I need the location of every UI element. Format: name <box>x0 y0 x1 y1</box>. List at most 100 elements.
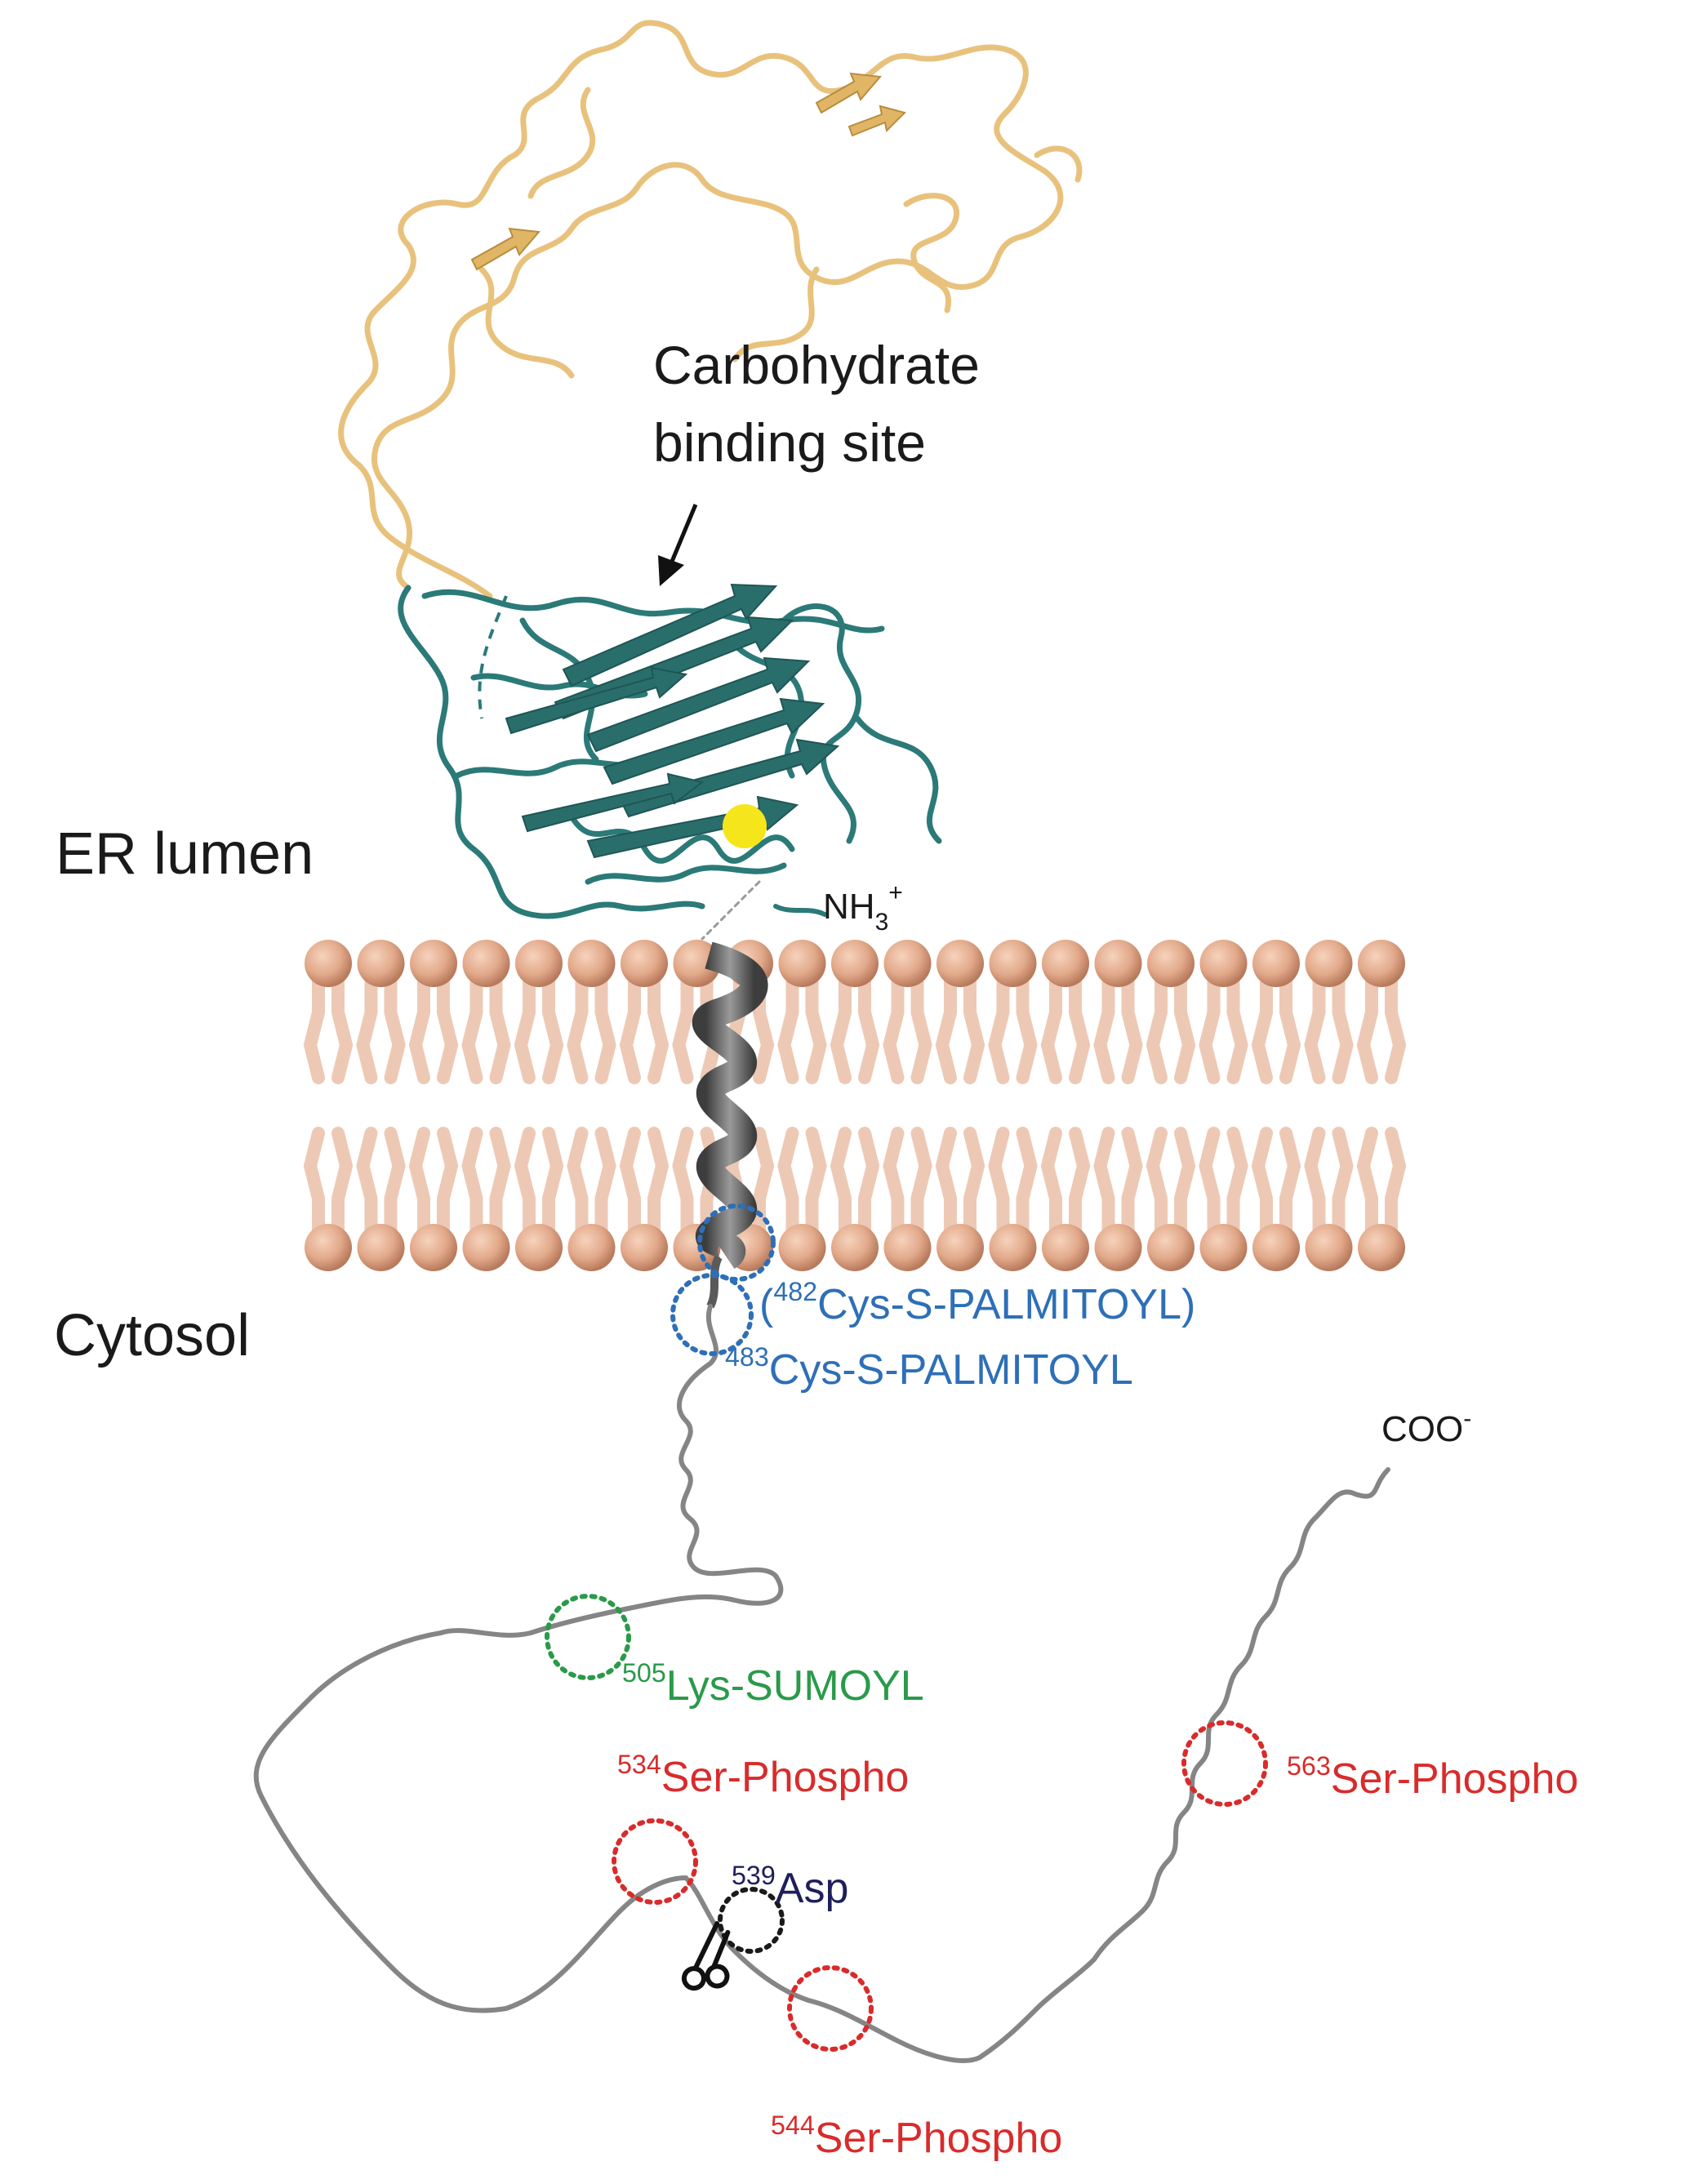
sumo505-marker <box>545 1594 631 1680</box>
lipid-tail <box>356 972 378 1084</box>
lipid-tail <box>805 972 827 1084</box>
carbohydrate-label-line2: binding site <box>653 412 926 473</box>
palm482-label: (482Cys-S-PALMITOYL) <box>759 1277 1195 1328</box>
lipid-head <box>1042 1224 1089 1271</box>
lipid-tail <box>1174 1127 1196 1239</box>
lipid-tail <box>567 1127 589 1239</box>
lipid-heads-lower <box>305 1224 1405 1271</box>
lipid-tail <box>619 1127 641 1239</box>
lipid-tail <box>1385 1127 1407 1239</box>
lipid-tail <box>988 1127 1010 1239</box>
lipid-tail <box>619 972 641 1084</box>
carbohydrate-label-line1: Carbohydrate <box>653 335 980 395</box>
lipid-tail <box>963 972 985 1084</box>
lipid-tail <box>542 972 564 1084</box>
lipid-head <box>305 1224 352 1271</box>
lipid-head <box>883 1224 932 1271</box>
lipid-head <box>1252 940 1300 987</box>
lipid-tail <box>1304 972 1326 1084</box>
phos534-label: 534Ser-Phospho <box>617 1750 909 1801</box>
lipid-tail <box>858 972 880 1084</box>
lipid-tail <box>1121 972 1143 1084</box>
lipid-tail <box>542 1127 564 1239</box>
lipid-head <box>778 1224 826 1271</box>
lipid-tail <box>594 1127 616 1239</box>
lipid-tail <box>672 1127 694 1239</box>
lipid-head <box>1358 1224 1405 1271</box>
lipid-head <box>567 1224 616 1271</box>
lipid-head <box>357 1224 405 1271</box>
lipid-tail <box>331 1127 354 1239</box>
metal-ion <box>723 804 767 848</box>
lipid-tail <box>489 1127 511 1239</box>
lipid-tail <box>489 972 511 1084</box>
lipid-tail <box>883 1127 905 1239</box>
transmembrane-helix <box>692 941 768 1309</box>
lipid-head <box>305 940 352 987</box>
palm483-marker <box>670 1273 754 1356</box>
phos563-marker <box>1181 1720 1268 1807</box>
n-terminal-segment <box>701 880 827 941</box>
lipid-tails-upper <box>303 972 1407 1084</box>
lipid-tail <box>830 1127 852 1239</box>
lipid-tail <box>963 1127 985 1239</box>
lipid-tail <box>1304 1127 1326 1239</box>
lipid-head <box>515 940 563 987</box>
lipid-head <box>567 940 616 987</box>
lipid-tail <box>1174 972 1196 1084</box>
lipid-tail <box>1356 1127 1378 1239</box>
c-terminus-label: COO- <box>1381 1405 1471 1449</box>
scissors-icon <box>681 1921 731 1991</box>
lipid-tail <box>1279 1127 1301 1239</box>
lipid-head <box>883 940 932 987</box>
lipid-tail <box>461 1127 483 1239</box>
lipid-head <box>410 940 457 987</box>
lipid-tail <box>1226 1127 1248 1239</box>
phos563-label: 563Ser-Phospho <box>1287 1751 1578 1803</box>
lipid-head <box>1199 940 1248 987</box>
site-markers <box>545 1203 1268 2052</box>
lipid-head <box>1147 940 1195 987</box>
palm482-marker <box>697 1203 776 1282</box>
lipid-head <box>673 940 721 987</box>
er-lumen-label: ER lumen <box>56 821 314 887</box>
lipid-tail <box>777 972 799 1084</box>
lipid-tail <box>437 972 459 1084</box>
lipid-head <box>1305 940 1353 987</box>
lipid-head <box>1147 1224 1195 1271</box>
lipid-tail <box>567 972 589 1084</box>
lipid-tail <box>672 972 694 1084</box>
asp539-label: 539Asp <box>732 1861 848 1912</box>
lipid-tail <box>1251 1127 1273 1239</box>
lipid-head <box>778 940 826 987</box>
lipid-heads-upper <box>305 940 1405 987</box>
cytosol-label: Cytosol <box>54 1303 250 1368</box>
lipid-tail <box>935 1127 957 1239</box>
lipid-tail <box>461 972 483 1084</box>
lipid-head <box>1094 940 1142 987</box>
lipid-tail <box>437 1127 459 1239</box>
lipid-tail <box>1069 972 1091 1084</box>
phos534-marker <box>612 1818 698 1905</box>
phos544-marker <box>787 1965 874 2052</box>
lipid-tail <box>1121 1127 1143 1239</box>
lipid-head <box>936 940 984 987</box>
lipid-tail <box>805 1127 827 1239</box>
lipid-head <box>357 940 405 987</box>
lipid-tail <box>777 1127 799 1239</box>
lipid-tail <box>331 972 354 1084</box>
lipid-tail <box>1093 972 1115 1084</box>
lipid-tail <box>935 972 957 1084</box>
lipid-head <box>1094 1224 1142 1271</box>
lipid-tail <box>647 972 670 1084</box>
lipid-tail <box>303 972 325 1084</box>
lipid-bilayer <box>303 940 1407 1271</box>
lipid-tail <box>408 972 430 1084</box>
lipid-tail <box>1356 972 1378 1084</box>
lipid-tail <box>910 972 932 1084</box>
lipid-tail <box>514 1127 536 1239</box>
lipid-tail <box>1093 1127 1115 1239</box>
lipid-head <box>1252 1224 1300 1271</box>
cytosolic-tail <box>253 1304 1390 2063</box>
